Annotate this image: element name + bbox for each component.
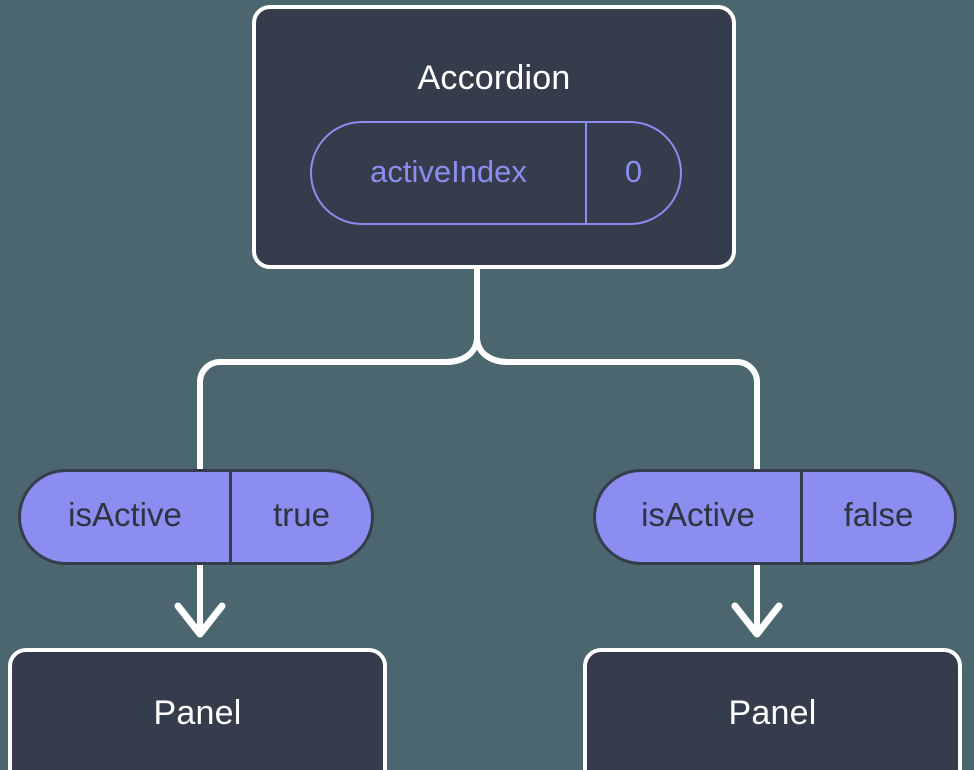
state-pill-active-index[interactable]: activeIndex 0: [310, 121, 682, 225]
prop-pill-key: isActive: [596, 472, 803, 562]
prop-pill-value: false: [843, 496, 914, 533]
prop-pill-key: isActive: [21, 472, 232, 562]
accordion-node[interactable]: Accordion activeIndex 0: [252, 5, 736, 269]
panel-node-label: Panel: [728, 694, 817, 732]
accordion-node-label: Accordion: [417, 59, 571, 97]
state-pill-key: activeIndex: [312, 123, 588, 223]
connector-root-to-left-branch: [197, 265, 480, 472]
arrow-head-left: [174, 602, 226, 638]
panel-node-left[interactable]: Panel: [8, 648, 387, 770]
panel-node-right[interactable]: Panel: [583, 648, 962, 770]
panel-node-label: Panel: [153, 694, 242, 732]
state-pill-value: 0: [624, 153, 643, 189]
arrow-head-right: [731, 602, 783, 638]
prop-pill-is-active-false[interactable]: isActive false: [593, 469, 957, 565]
prop-pill-is-active-true[interactable]: isActive true: [18, 469, 374, 565]
prop-pill-value: true: [273, 496, 330, 533]
connector-root-to-right-branch: [474, 265, 760, 472]
